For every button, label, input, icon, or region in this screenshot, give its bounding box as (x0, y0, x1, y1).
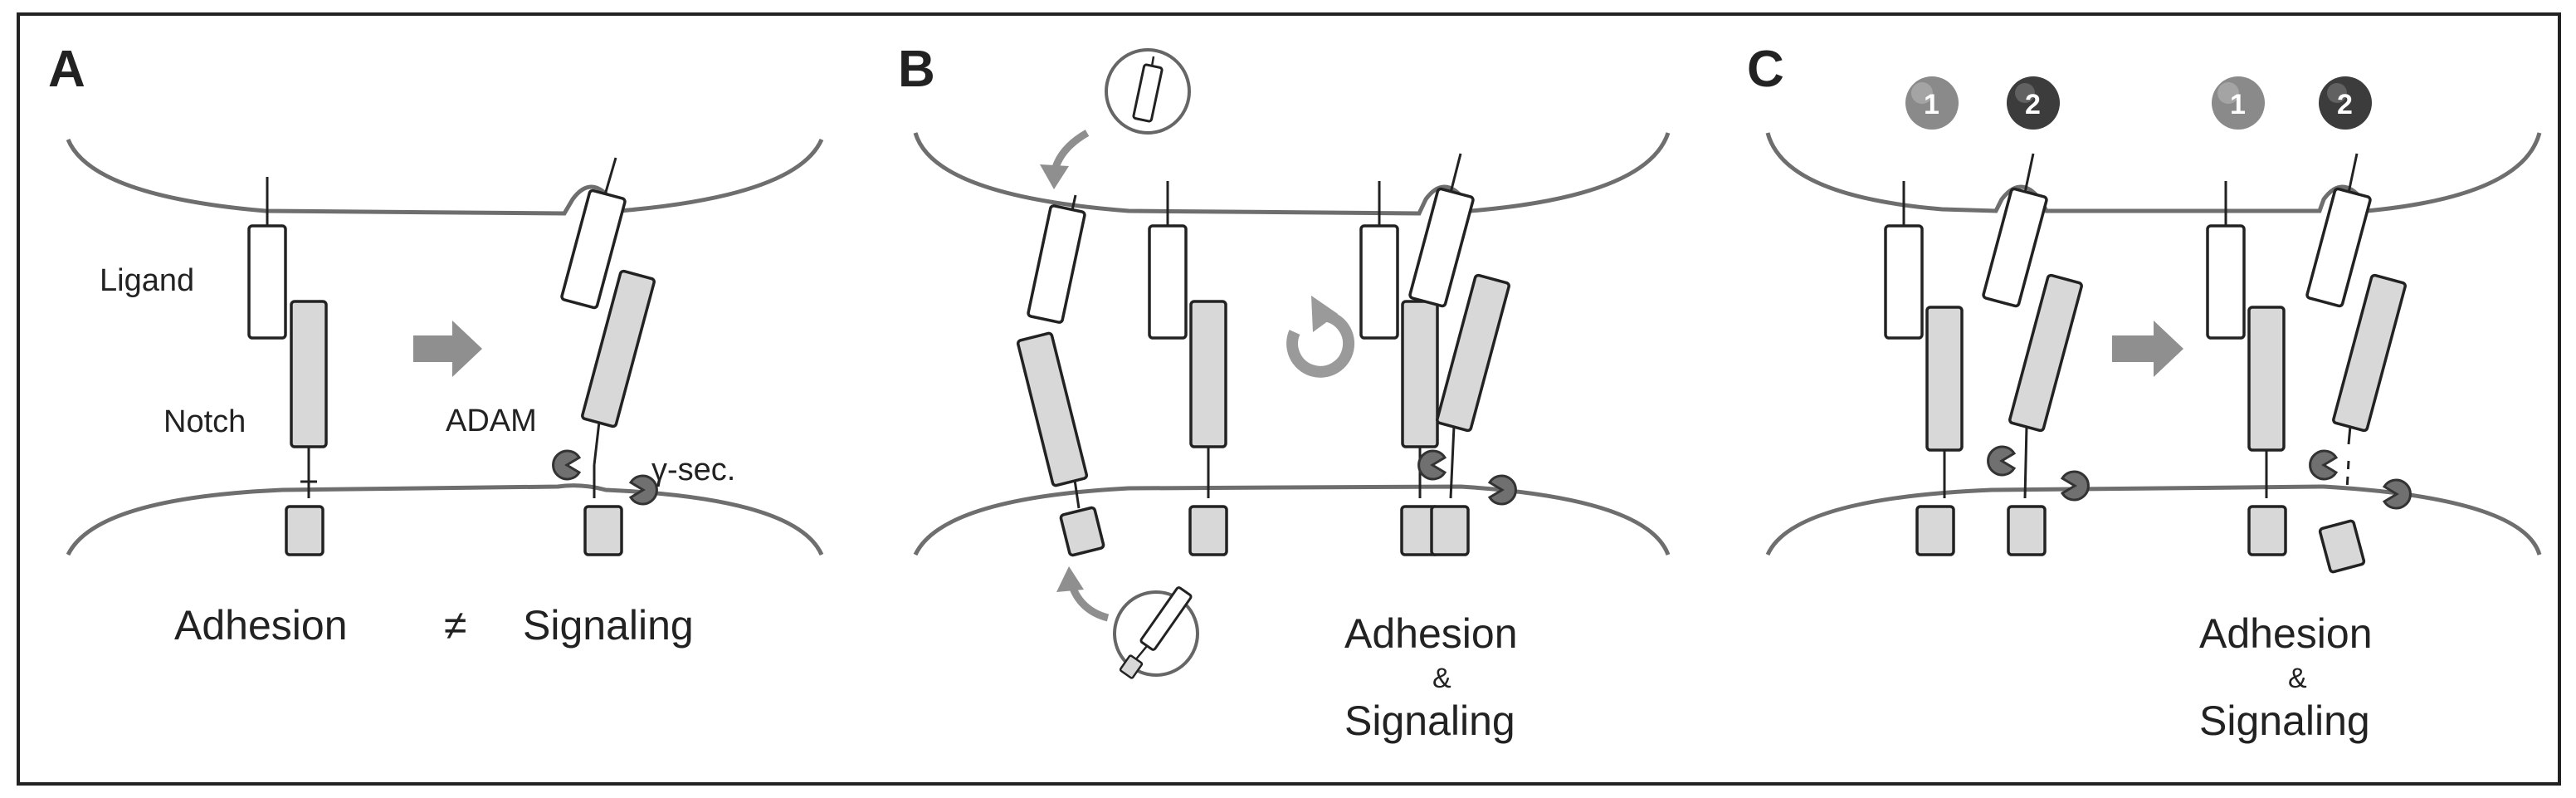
caption-adhesion-c: Adhesion (2199, 610, 2373, 657)
caption-signaling-a: Signaling (523, 602, 694, 649)
ligand-notch-pair-right-a (552, 157, 658, 556)
right-arrow-icon (413, 321, 482, 377)
panel-letter-c: C (1747, 41, 1784, 98)
notch-intracellular-box (285, 505, 324, 556)
bottom-membrane-c (1765, 484, 2542, 556)
label-notch: Notch (163, 404, 246, 439)
label-ligand: Ligand (100, 263, 194, 298)
endocytosed-ligand (1027, 194, 1086, 324)
notch-intracellular-box (583, 505, 623, 556)
panel-b: B (898, 41, 1671, 744)
top-membrane-c (1765, 132, 2542, 213)
adam-enzyme-icon (1417, 449, 1447, 481)
rotate-icon (1286, 296, 1355, 378)
ligand-box-tilted (560, 188, 627, 310)
ligand-inset-top (1105, 48, 1191, 135)
caption-adhesion-a: Adhesion (174, 602, 348, 649)
ligand-notch-pair-b1 (1148, 181, 1228, 556)
figure-frame (17, 12, 2561, 786)
bottom-membrane-b (913, 484, 1671, 556)
ligand-notch-pair-b3 (1408, 153, 1517, 556)
svg-text:2: 2 (2025, 89, 2041, 120)
caption-signaling-b: Signaling (1344, 698, 1515, 744)
panel-a: A Ligand Notch ADAM γ-sec. (48, 41, 824, 649)
panel-letter-b: B (898, 41, 935, 98)
top-membrane-b (913, 132, 1671, 216)
right-arrow-icon (2112, 321, 2183, 377)
ligand-box (247, 224, 287, 340)
panel-letter-a: A (48, 41, 85, 98)
svg-text:2: 2 (2337, 89, 2353, 120)
ligand-notch-pair-c3 (2206, 181, 2287, 556)
notch-inset-bottom (1113, 586, 1199, 679)
label-adam: ADAM (446, 404, 537, 438)
bottom-membrane-a (66, 483, 824, 556)
ligand-notch-pair-c1 (1884, 181, 1964, 556)
adam-enzyme-icon (2309, 449, 2338, 481)
caption-not-equal: ≠ (444, 602, 466, 649)
svg-text:1: 1 (2230, 89, 2246, 120)
ligand-notch-pair-c2 (1982, 153, 2090, 556)
ligand-notch-pair-b2 (1359, 181, 1440, 556)
number-badge-1-left: 1 (1905, 76, 1959, 130)
ligand-notch-pair-left-a (247, 177, 328, 556)
caption-adhesion-b: Adhesion (1344, 610, 1518, 657)
free-notch-tilted (1016, 331, 1105, 557)
top-membrane-a (66, 138, 824, 216)
number-badge-2-left: 2 (2007, 76, 2060, 130)
adam-enzyme-icon (1987, 445, 2016, 477)
label-gamma-secretase: γ-sec. (651, 453, 735, 487)
caption-amp-b: & (1432, 663, 1451, 694)
adam-enzyme-icon (552, 449, 581, 481)
panel-c: C 1 2 1 2 (1747, 41, 2542, 744)
notch-box (290, 300, 328, 448)
caption-amp-c: & (2288, 663, 2307, 694)
ligand-notch-pair-c4 (2305, 153, 2412, 574)
number-badge-2-right: 2 (2319, 76, 2372, 130)
svg-text:1: 1 (1924, 89, 1939, 120)
gamma-secretase-icon (2061, 470, 2090, 502)
caption-signaling-c: Signaling (2199, 698, 2370, 744)
number-badge-1-right: 1 (2212, 76, 2265, 130)
